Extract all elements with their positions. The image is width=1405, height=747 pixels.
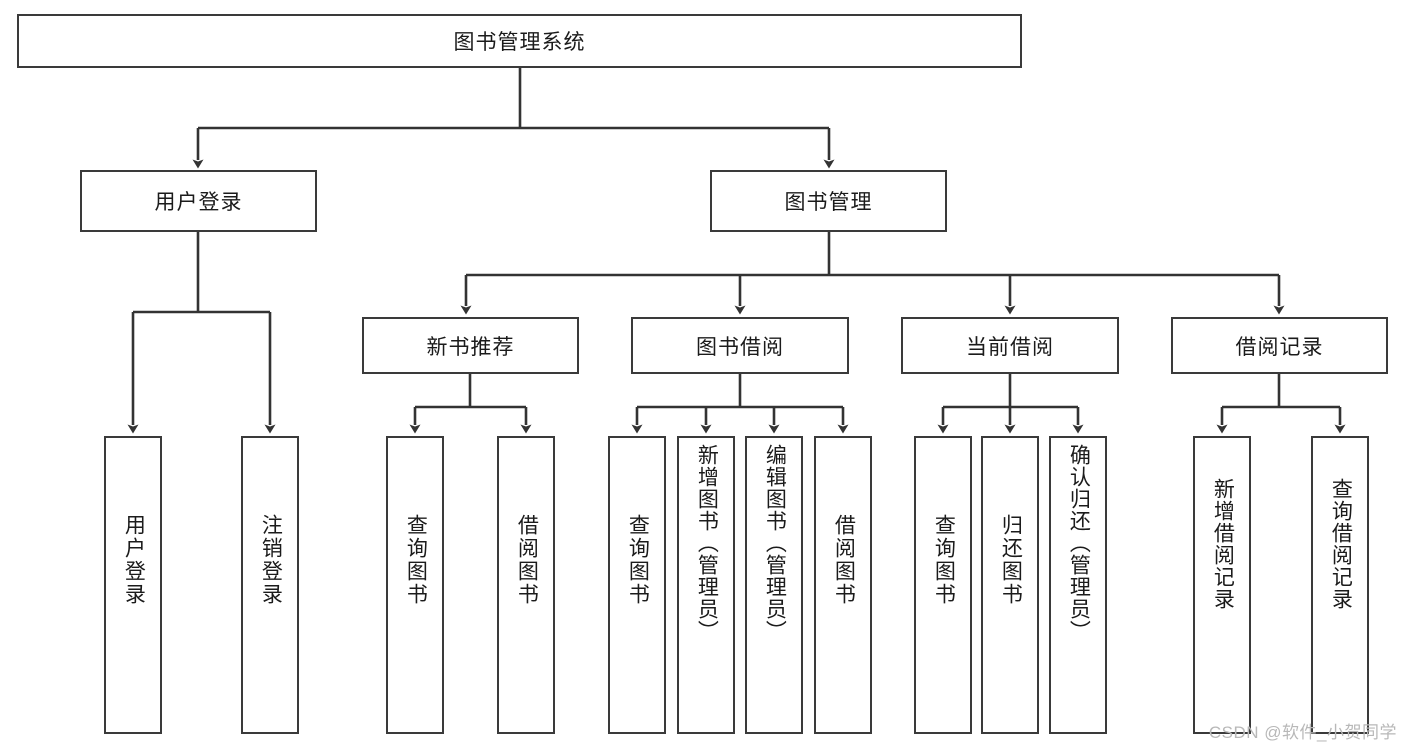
leaf-label: 借阅图书: [515, 514, 539, 606]
node-book-borrow-label: 图书借阅: [696, 335, 784, 359]
leaf-label: 编辑图书（管理员）: [763, 444, 787, 642]
leaf-user-login-signout[interactable]: 注销登录: [241, 436, 299, 734]
leaf-book-borrow-borrow[interactable]: 借阅图书: [814, 436, 872, 734]
leaf-label: 借阅图书: [832, 514, 856, 606]
node-new-book-recommend-label: 新书推荐: [426, 335, 515, 359]
leaf-current-borrow-return[interactable]: 归还图书: [981, 436, 1039, 734]
leaf-user-login-signin[interactable]: 用户登录: [104, 436, 162, 734]
leaf-new-book-query[interactable]: 查询图书: [386, 436, 444, 734]
node-book-management-label: 图书管理: [784, 191, 873, 214]
leaf-current-borrow-confirm-return[interactable]: 确认归还（管理员）: [1049, 436, 1107, 734]
csdn-watermark: CSDN @软件_小贺同学: [1208, 723, 1397, 742]
node-current-borrow[interactable]: 当前借阅: [901, 317, 1119, 374]
node-user-login[interactable]: 用户登录: [80, 170, 317, 232]
leaf-current-borrow-query[interactable]: 查询图书: [914, 436, 972, 734]
node-borrow-record-label: 借阅记录: [1235, 335, 1324, 359]
node-book-borrow[interactable]: 图书借阅: [631, 317, 849, 374]
leaf-book-borrow-query[interactable]: 查询图书: [608, 436, 666, 734]
leaf-label: 查询借阅记录: [1329, 478, 1353, 610]
leaf-label: 新增借阅记录: [1211, 478, 1235, 610]
leaf-label: 用户登录: [122, 514, 146, 606]
leaf-label: 确认归还（管理员）: [1067, 444, 1091, 642]
node-root-label: 图书管理系统: [453, 31, 586, 54]
leaf-book-borrow-add[interactable]: 新增图书（管理员）: [677, 436, 735, 734]
leaf-new-book-borrow[interactable]: 借阅图书: [497, 436, 555, 734]
leaf-label: 注销登录: [259, 514, 283, 606]
node-borrow-record[interactable]: 借阅记录: [1171, 317, 1388, 374]
leaf-book-borrow-edit[interactable]: 编辑图书（管理员）: [745, 436, 803, 734]
leaf-label: 归还图书: [999, 514, 1023, 606]
node-current-borrow-label: 当前借阅: [966, 335, 1054, 359]
leaf-label: 新增图书（管理员）: [695, 444, 719, 642]
node-root[interactable]: 图书管理系统: [17, 14, 1022, 68]
node-user-login-label: 用户登录: [154, 191, 243, 214]
leaf-borrow-record-add[interactable]: 新增借阅记录: [1193, 436, 1251, 734]
leaf-label: 查询图书: [932, 514, 956, 606]
leaf-label: 查询图书: [626, 514, 650, 606]
node-book-management[interactable]: 图书管理: [710, 170, 947, 232]
leaf-label: 查询图书: [404, 514, 428, 606]
leaf-borrow-record-query[interactable]: 查询借阅记录: [1311, 436, 1369, 734]
node-new-book-recommend[interactable]: 新书推荐: [362, 317, 579, 374]
